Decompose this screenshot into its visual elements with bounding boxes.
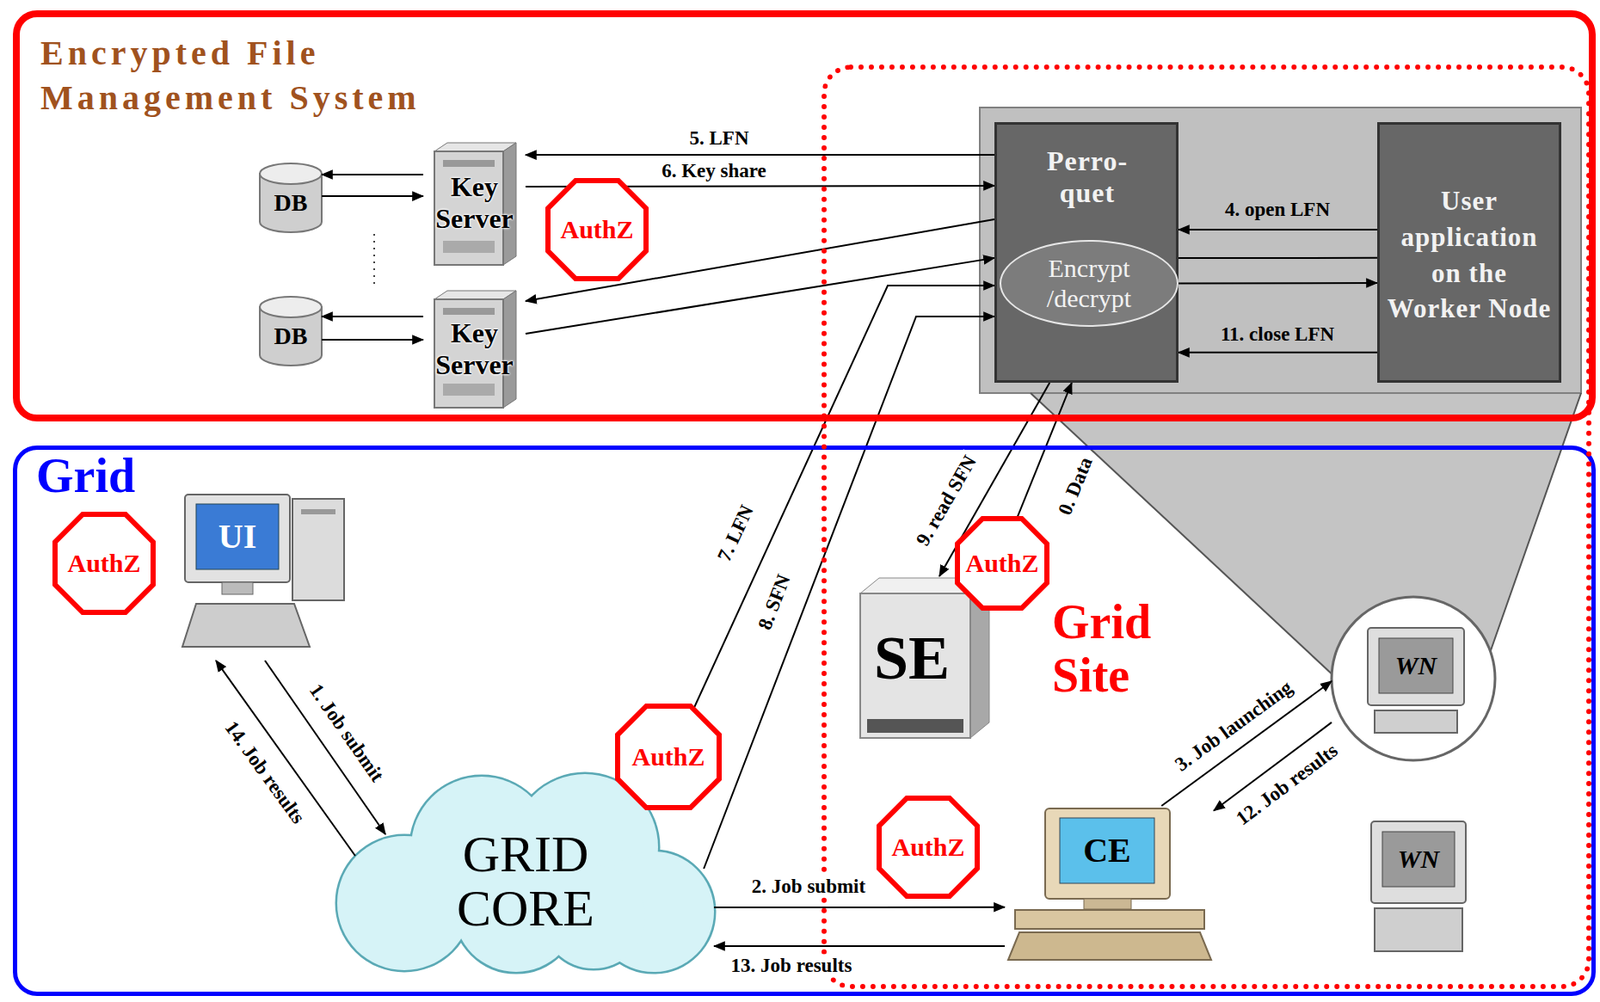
- authz-octagon: AuthZ: [52, 511, 156, 616]
- authz-octagon: AuthZ: [545, 178, 649, 282]
- arrow-connector: [1178, 228, 1378, 231]
- authz-octagon: AuthZ: [876, 795, 980, 899]
- node-label: UI: [218, 516, 257, 557]
- arrow-connector: [321, 315, 424, 318]
- node-label: SE: [873, 622, 950, 695]
- arrow-connector: [525, 153, 995, 156]
- authz-label: AuthZ: [545, 178, 649, 282]
- edge-label: 4. open LFN: [1222, 198, 1333, 221]
- edge-label: 0. Data: [1052, 451, 1098, 521]
- computer-icon: [1008, 808, 1212, 960]
- text-area: Key Server: [415, 160, 534, 247]
- text-area: SE: [851, 610, 973, 706]
- authz-octagon: AuthZ: [615, 703, 722, 811]
- node-label: Key Server: [415, 171, 534, 235]
- more-servers-dots: [373, 233, 376, 286]
- node-label: CE: [1083, 830, 1132, 871]
- db-icon: [259, 296, 322, 366]
- text-area: WN: [1382, 831, 1455, 887]
- authz-label: AuthZ: [52, 511, 156, 616]
- text-area: WN: [1378, 638, 1453, 694]
- edge-label: 7. LFN: [712, 499, 759, 568]
- edge-label: 11. close LFN: [1218, 323, 1337, 345]
- database: DB: [259, 296, 322, 366]
- authz-octagon: AuthZ: [954, 516, 1050, 611]
- edge-label: 6. Key share: [658, 160, 770, 182]
- key-server: Key Server: [423, 290, 526, 408]
- db-icon: [259, 163, 322, 233]
- node-label: User application on the Worker Node: [1384, 183, 1555, 327]
- text-area: DB: [259, 184, 322, 222]
- ui-computer: UI: [183, 490, 347, 654]
- node-label: GRID CORE: [402, 827, 649, 936]
- text-area: Grid: [36, 449, 209, 512]
- worker-node: WN: [1331, 596, 1496, 761]
- node-label: DB: [274, 189, 308, 217]
- text-area: GRID CORE: [402, 817, 649, 947]
- text-area: Grid Site: [1052, 596, 1216, 717]
- arrow-connector: [321, 173, 424, 176]
- node-label: Encrypt /decrypt: [1009, 253, 1170, 314]
- perroquet-box: Encrypt /decrypt Perro- quet: [994, 122, 1179, 383]
- storage-icon: [860, 578, 990, 739]
- edge-label: 8. SFN: [752, 569, 795, 636]
- node-label: DB: [274, 322, 308, 351]
- arrow-connector: [1161, 681, 1332, 807]
- grid-region: UI GRID CORE Grid: [12, 445, 1596, 997]
- edge-label: 2. Job submit: [749, 875, 868, 898]
- edge-label: 13. Job results: [728, 954, 856, 977]
- system-region: DBKey ServerDBKey ServerEncrypt /decrypt…: [12, 10, 1596, 422]
- edge-label: 3. Job launching: [1169, 675, 1299, 778]
- arrow-connector: [713, 945, 1005, 948]
- text-area: UI: [196, 504, 279, 570]
- edge-label: 5. LFN: [687, 127, 752, 149]
- worker-node-icon: [1371, 821, 1466, 952]
- region-title: Grid Site: [1052, 596, 1216, 702]
- text-area: Perro- quet: [1020, 129, 1155, 225]
- arrow-connector: [1176, 282, 1378, 285]
- worker-node-icon: [1331, 596, 1496, 761]
- node-label: WN: [1395, 651, 1437, 682]
- edge-label: 14. Job results: [219, 714, 312, 830]
- region-title: Grid: [36, 449, 209, 504]
- text-area: Encrypt /decrypt: [1009, 245, 1170, 322]
- node-label: Perro- quet: [1020, 145, 1155, 210]
- arrow-connector: [321, 338, 424, 341]
- text-area: Encrypted File Management System: [40, 30, 523, 143]
- arrow-connector: [703, 316, 995, 869]
- region-title: Encrypted File Management System: [40, 30, 523, 121]
- arrow-connector: [1178, 351, 1378, 354]
- arrow-connector: [321, 195, 424, 197]
- node-label: WN: [1397, 844, 1440, 875]
- text-area: CE: [1059, 818, 1155, 884]
- worker-node: WN: [1367, 816, 1470, 954]
- arrow-connector: [215, 660, 356, 856]
- arrow-connector: [713, 906, 1005, 909]
- database: DB: [259, 163, 322, 233]
- edge-label: 1. Job submit: [303, 677, 390, 788]
- authz-label: AuthZ: [954, 516, 1050, 611]
- application-box: User application on the Worker Node: [1377, 122, 1562, 383]
- authz-label: AuthZ: [876, 795, 980, 899]
- text-area: DB: [259, 317, 322, 356]
- key-server: Key Server: [423, 142, 526, 265]
- text-area: User application on the Worker Node: [1384, 129, 1555, 381]
- edge-label: 12. Job results: [1230, 738, 1344, 831]
- authz-label: AuthZ: [615, 703, 722, 811]
- computer-icon: [182, 494, 345, 647]
- worker-node-panel: [979, 107, 1582, 394]
- zoom-line: [1489, 393, 1582, 653]
- computing-element: CE: [1004, 806, 1214, 965]
- text-area: Key Server: [415, 306, 534, 393]
- encrypt-ellipse: Encrypt /decrypt: [999, 240, 1179, 327]
- arrow-connector: [1163, 257, 1378, 259]
- node-label: Key Server: [415, 317, 534, 382]
